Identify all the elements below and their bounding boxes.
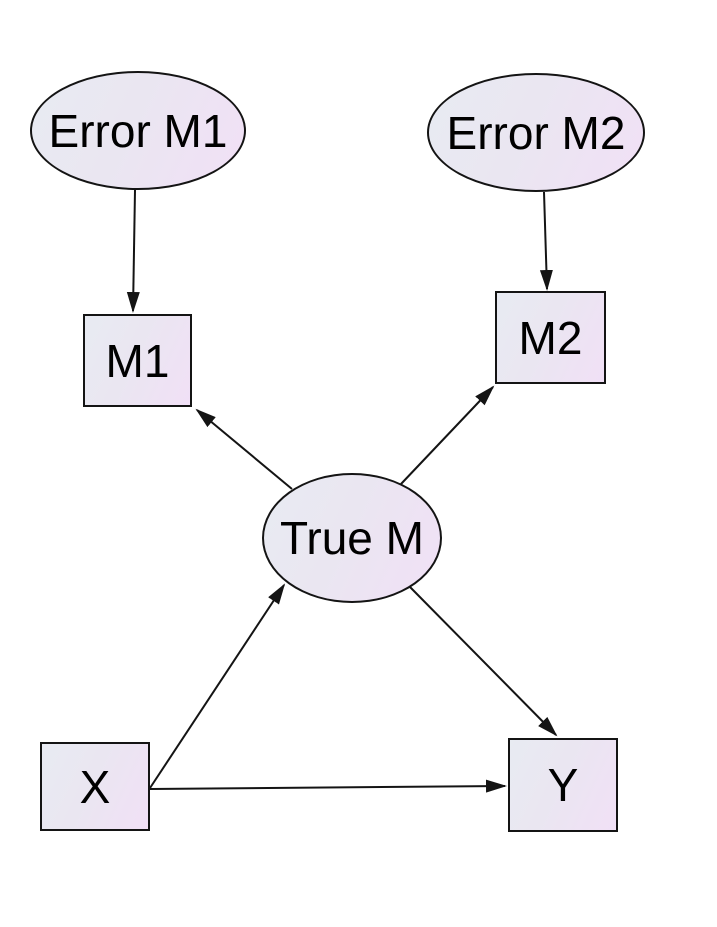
edge-X-to-Y [149,779,507,793]
edge-errorM1-to-M1 [126,189,140,313]
node-error-m1: Error M1 [30,71,246,190]
node-x: X [40,742,150,831]
edge-errorM2-to-M2 [539,191,553,291]
node-m1-label: M1 [105,334,170,387]
edge-X-to-trueM [149,583,286,789]
edge-trueM-to-Y [409,586,558,737]
edge-trueM-to-M2 [400,385,495,485]
node-m2: M2 [495,291,606,384]
node-error-m1-label: Error M1 [48,104,228,157]
node-true-m: True M [262,473,442,603]
node-true-m-label: True M [280,512,424,564]
edge-trueM-to-M1 [195,408,293,490]
node-m1: M1 [83,314,192,407]
node-error-m2: Error M2 [427,73,645,192]
node-y: Y [508,738,618,832]
node-x-label: X [79,760,111,813]
node-m2-label: M2 [518,311,583,364]
node-y-label: Y [547,759,579,811]
node-error-m2-label: Error M2 [446,106,626,159]
